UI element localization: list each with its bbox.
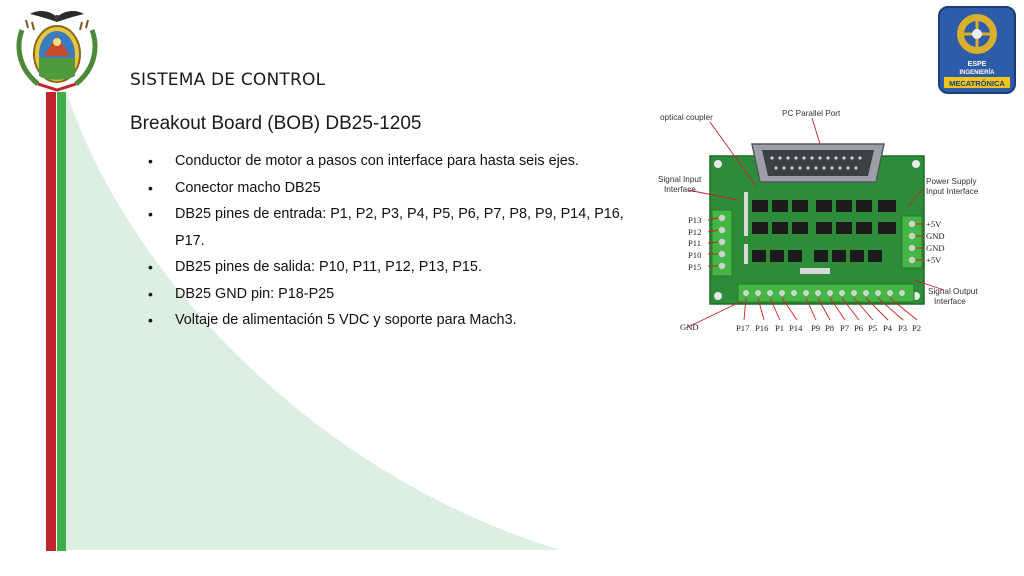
bullet-item: DB25 pines de salida: P10, P11, P12, P13…: [148, 254, 648, 281]
pin-label: P5: [868, 323, 877, 333]
pale-green-curve: [66, 90, 560, 550]
label-signal-output-2: Interface: [934, 297, 966, 306]
pin-label: P15: [688, 262, 701, 272]
pin-label: P13: [688, 215, 701, 225]
power-pin-labels: +5V GND GND +5V: [926, 219, 945, 265]
pin-label: P4: [883, 323, 893, 333]
white-stripe: [56, 92, 57, 551]
pin-label: P1: [775, 323, 784, 333]
slide-title: Breakout Board (BOB) DB25-1205: [130, 113, 422, 134]
pin-label: P8: [825, 323, 834, 333]
bullet-list: Conductor de motor a pasos con interface…: [148, 148, 648, 334]
pin-label: P7: [840, 323, 850, 333]
bottom-pin-labels: P17 P16 P1 P14 P9 P8 P7 P6 P5 P4 P3 P2: [736, 323, 921, 333]
pin-label: P11: [688, 238, 701, 248]
label-signal-input-1: Signal Input: [658, 175, 702, 184]
pin-label: P3: [898, 323, 907, 333]
label-gnd: GND: [680, 322, 699, 332]
pin-label: +5V: [926, 255, 942, 265]
logo-text-espe: ESPE: [968, 61, 987, 68]
espe-mecatronica-logo: ESPE INGENIERÍA MECATRÓNICA: [938, 6, 1016, 94]
label-power-supply-2: Input Interface: [926, 187, 979, 196]
pin-label: P9: [811, 323, 820, 333]
pin-label: P10: [688, 250, 701, 260]
pin-label: P6: [854, 323, 864, 333]
pin-label: P16: [755, 323, 769, 333]
pin-label: GND: [926, 243, 945, 253]
coat-of-arms-logo: [16, 10, 98, 92]
bullet-item: Voltaje de alimentación 5 VDC y soporte …: [148, 307, 648, 334]
red-stripe: [46, 92, 56, 551]
pin-label: P2: [912, 323, 921, 333]
label-pc-parallel-port: PC Parallel Port: [782, 109, 841, 118]
bullet-item: Conector macho DB25: [148, 175, 648, 202]
bullet-item: DB25 GND pin: P18-P25: [148, 281, 648, 308]
left-pin-labels: P13 P12 P11 P10 P15: [688, 215, 701, 272]
bullet-item: Conductor de motor a pasos con interface…: [148, 148, 648, 175]
breakout-board-figure: optical coupler PC Parallel Port Signal …: [658, 109, 979, 333]
green-stripe: [57, 92, 66, 551]
label-optical-coupler: optical coupler: [660, 113, 713, 122]
pin-label: +5V: [926, 219, 942, 229]
logo-text-mecatronica: MECATRÓNICA: [949, 79, 1005, 88]
bullet-item: DB25 pines de entrada: P1, P2, P3, P4, P…: [148, 201, 648, 254]
pin-label: P12: [688, 227, 701, 237]
pin-label: P14: [789, 323, 803, 333]
right-terminal-block: [901, 215, 923, 269]
section-title: SISTEMA DE CONTROL: [130, 70, 326, 90]
label-signal-input-2: Interface: [664, 185, 696, 194]
bottom-terminal-block: [737, 283, 915, 303]
logo-text-ingenieria: INGENIERÍA: [959, 68, 995, 76]
label-power-supply-1: Power Supply: [926, 177, 977, 186]
pin-label: P17: [736, 323, 750, 333]
pin-label: GND: [926, 231, 945, 241]
label-signal-output-1: Signal Output: [928, 287, 978, 296]
